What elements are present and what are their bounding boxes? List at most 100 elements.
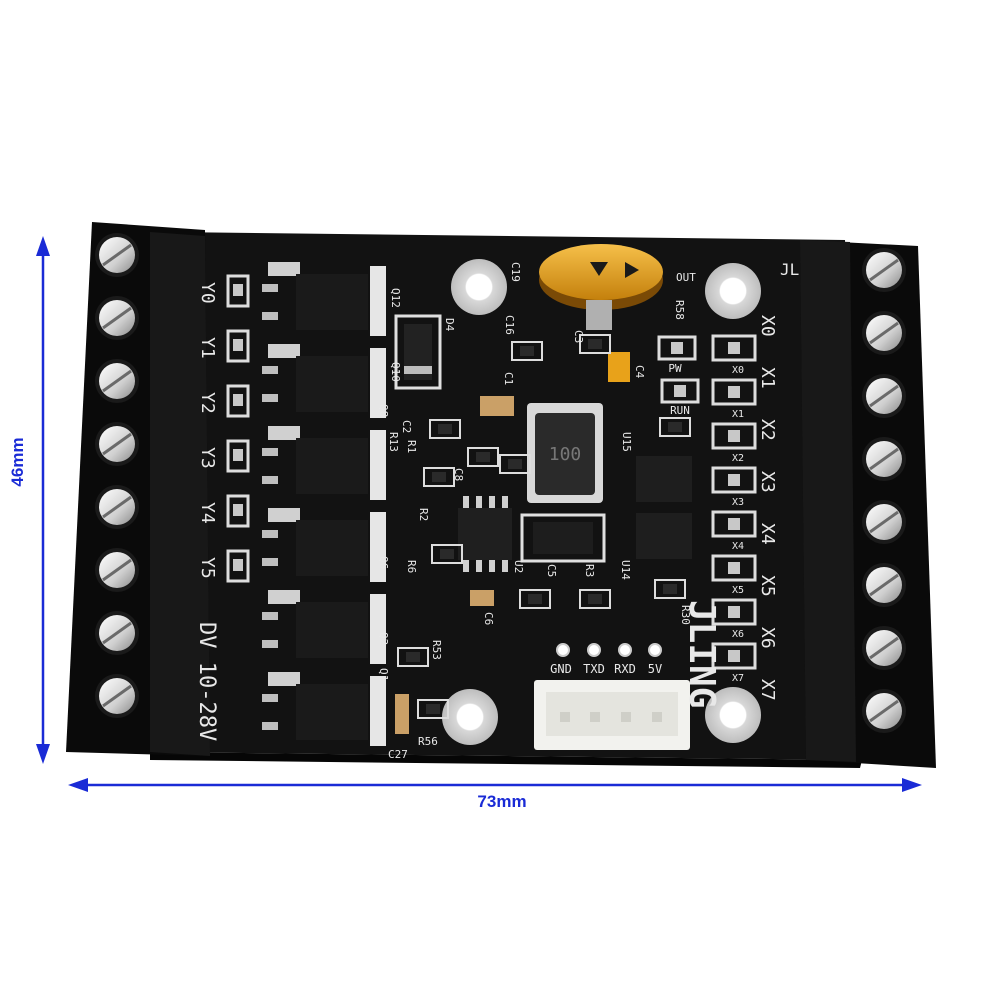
terminal-screw[interactable] xyxy=(95,485,139,529)
input-led: X2 xyxy=(711,422,757,464)
designator-label: C27 xyxy=(388,748,408,761)
mosfet xyxy=(262,590,386,664)
mosfet xyxy=(262,262,386,336)
terminal-screw[interactable] xyxy=(862,563,906,607)
input-led-label: X5 xyxy=(732,585,744,596)
input-terminal-label: X4 xyxy=(757,523,778,545)
designator-label: U2 xyxy=(512,560,525,573)
height-dimension-arrow xyxy=(36,236,50,764)
height-dimension-label: 46mm xyxy=(8,437,27,487)
pin-rxd-label: RXD xyxy=(614,662,636,676)
input-terminal-label: X6 xyxy=(757,627,778,649)
designator-label: C19 xyxy=(509,262,522,282)
serial-connector xyxy=(534,680,690,750)
designator-label: C1 xyxy=(502,372,515,385)
input-terminal-label: X7 xyxy=(757,679,778,701)
input-led: X6 xyxy=(711,598,757,640)
smd-component xyxy=(429,419,461,439)
designator-label: R56 xyxy=(418,735,438,748)
input-led: X3 xyxy=(711,466,757,508)
designator-label: R13 xyxy=(387,432,400,452)
capacitor-c27 xyxy=(395,694,409,734)
designator-label: D4 xyxy=(443,318,456,332)
pcb-edge xyxy=(150,752,862,768)
ic-u2 xyxy=(458,496,512,572)
designator-label: C2 xyxy=(400,420,413,433)
smd-component xyxy=(519,589,551,609)
output-led-column xyxy=(226,274,250,583)
left-terminal-block xyxy=(66,222,210,756)
terminal-screw[interactable] xyxy=(862,500,906,544)
smd-component xyxy=(431,544,463,564)
input-led-label: X1 xyxy=(732,409,744,420)
mounting-hole xyxy=(705,687,761,743)
input-led-label: X6 xyxy=(732,629,744,640)
terminal-screw[interactable] xyxy=(95,359,139,403)
output-terminal-label: Y0 xyxy=(197,282,218,304)
mosfet xyxy=(262,508,386,582)
input-led-label: X0 xyxy=(732,365,744,376)
output-led xyxy=(226,384,250,418)
terminal-screw[interactable] xyxy=(862,437,906,481)
input-led: X5 xyxy=(711,554,757,596)
mosfet-column xyxy=(262,262,386,746)
designator-label: R30 xyxy=(679,605,692,625)
designator-label: U15 xyxy=(620,432,633,452)
led-run: RUN xyxy=(660,378,700,417)
designator-label: C4 xyxy=(633,365,646,379)
terminal-screw[interactable] xyxy=(95,674,139,718)
designator-label: R6 xyxy=(405,560,418,573)
inductor-marking: 100 xyxy=(549,444,582,465)
width-dimension-label: 73mm xyxy=(477,792,527,811)
output-led xyxy=(226,549,250,583)
terminal-screw[interactable] xyxy=(95,611,139,655)
terminal-screw[interactable] xyxy=(862,689,906,733)
output-terminal-label: Y1 xyxy=(197,337,218,359)
power-input-label: DV 10-28V xyxy=(194,622,219,741)
terminal-screw[interactable] xyxy=(862,626,906,670)
terminal-screw[interactable] xyxy=(95,422,139,466)
designator-label: C3 xyxy=(572,330,585,343)
designator-label: Q6 xyxy=(377,556,390,569)
terminal-screw[interactable] xyxy=(95,296,139,340)
output-led xyxy=(226,494,250,528)
designator-label: U14 xyxy=(619,560,632,580)
terminal-screw[interactable] xyxy=(862,311,906,355)
capacitor-c2 xyxy=(480,396,514,416)
mosfet xyxy=(262,672,386,746)
terminal-screw[interactable] xyxy=(862,374,906,418)
input-terminal-label: X0 xyxy=(757,315,778,337)
input-led-label: X7 xyxy=(732,673,744,684)
designator-label: Q10 xyxy=(389,362,402,382)
designator-label: C8 xyxy=(452,468,465,481)
input-terminal-label: X5 xyxy=(757,575,778,597)
designator-label: Q1 xyxy=(377,668,390,681)
terminal-screw[interactable] xyxy=(862,248,906,292)
mosfet xyxy=(262,426,386,500)
led-run-label: RUN xyxy=(670,404,690,417)
diode-d4 xyxy=(394,314,442,390)
input-led-label: X2 xyxy=(732,453,744,464)
led-pw: PW xyxy=(657,335,697,375)
input-led-label: X3 xyxy=(732,497,744,508)
smd-component xyxy=(659,417,691,437)
capacitor-c4 xyxy=(608,352,630,382)
designator-label: Q12 xyxy=(389,288,402,308)
designator-label: C6 xyxy=(482,612,495,625)
designator-label: Q8 xyxy=(377,404,390,417)
input-led: X7 xyxy=(711,642,757,684)
input-terminal-label: X3 xyxy=(757,471,778,493)
mounting-hole xyxy=(442,689,498,745)
smd-component xyxy=(397,647,429,667)
mounting-hole xyxy=(451,259,507,315)
terminal-screw[interactable] xyxy=(95,233,139,277)
terminal-screw[interactable] xyxy=(95,548,139,592)
diode-d1-body xyxy=(533,522,593,554)
designator-label: Q2 xyxy=(377,632,390,645)
designator-label: C16 xyxy=(503,315,516,335)
input-led: X0 xyxy=(711,334,757,376)
